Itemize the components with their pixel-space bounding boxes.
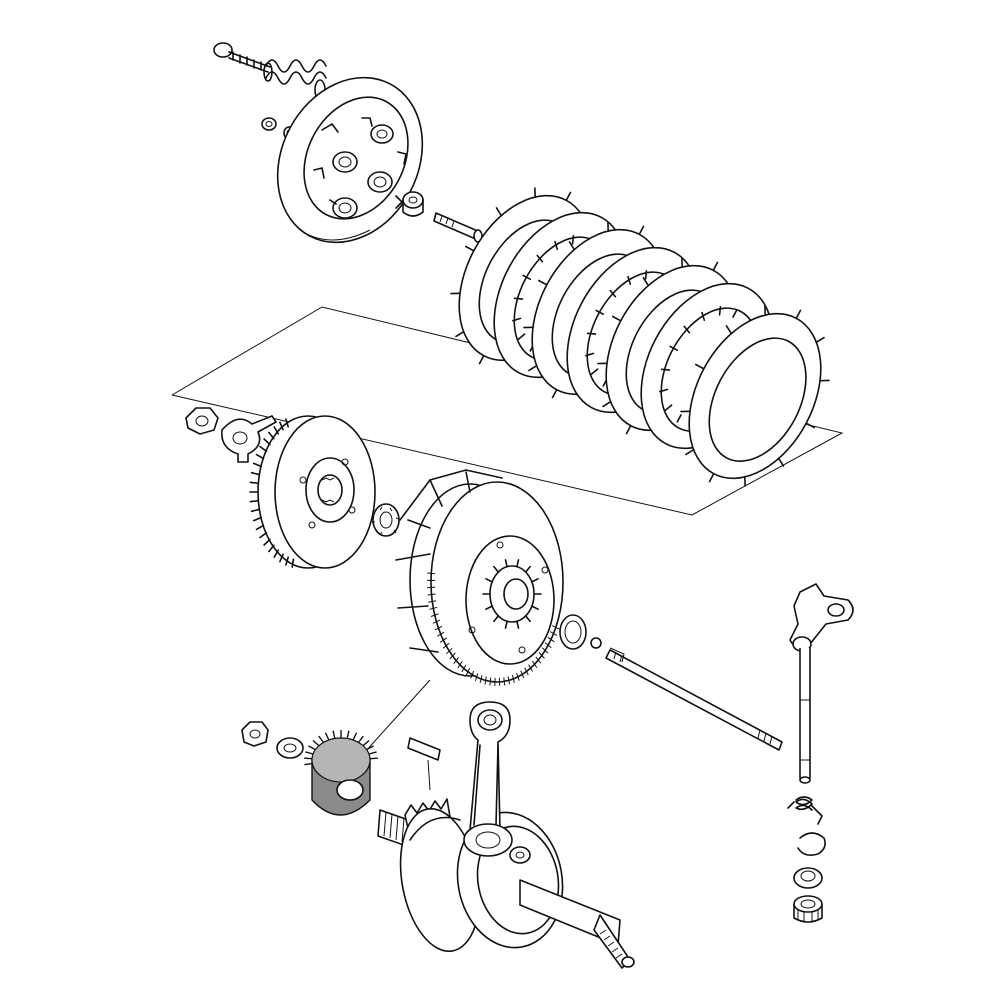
disc-inner-edge xyxy=(708,337,807,462)
return-spring xyxy=(787,796,823,825)
crank-washer xyxy=(276,737,304,759)
friction-disc-7 xyxy=(680,305,830,487)
pressure-plate-bolt xyxy=(213,42,271,73)
crank-nut xyxy=(241,721,269,747)
ring-gear-teeth xyxy=(426,572,560,686)
primary-drive-gear xyxy=(311,737,371,816)
lifter-bearing xyxy=(402,191,424,217)
clutch-center xyxy=(257,415,376,569)
oil-seal xyxy=(793,867,823,889)
primary-drive-gear-teeth xyxy=(304,730,378,766)
hub-teeth xyxy=(249,418,295,568)
disc-tabs xyxy=(680,305,830,487)
clutch-outer xyxy=(395,469,564,683)
pressure-plate xyxy=(276,76,424,244)
steel-ball xyxy=(590,637,602,649)
clutch-spring xyxy=(263,59,327,101)
circlip xyxy=(797,832,826,856)
clutch-lever-shaft xyxy=(789,583,854,784)
woodruff-key xyxy=(407,737,441,791)
disc-group-bracket xyxy=(171,306,844,516)
clutch-outer-ring-gear xyxy=(426,572,560,686)
needle-bearing xyxy=(793,895,823,923)
clutch-disc-stack xyxy=(450,187,830,487)
lock-washer xyxy=(221,415,277,463)
clutch-outer-hub-gear xyxy=(482,559,542,629)
crankshaft xyxy=(377,701,635,969)
splined-washer xyxy=(372,503,400,537)
gear-teeth xyxy=(304,730,378,766)
lifter-plate-nut xyxy=(261,117,277,131)
lock-nut xyxy=(185,407,219,435)
leader-line xyxy=(364,679,431,753)
clutch-center-teeth xyxy=(249,418,295,568)
thrust-washer xyxy=(559,614,587,650)
clutch-push-rod xyxy=(605,647,783,751)
lifter-rod xyxy=(433,212,483,243)
hub-gear-teeth xyxy=(482,559,542,629)
